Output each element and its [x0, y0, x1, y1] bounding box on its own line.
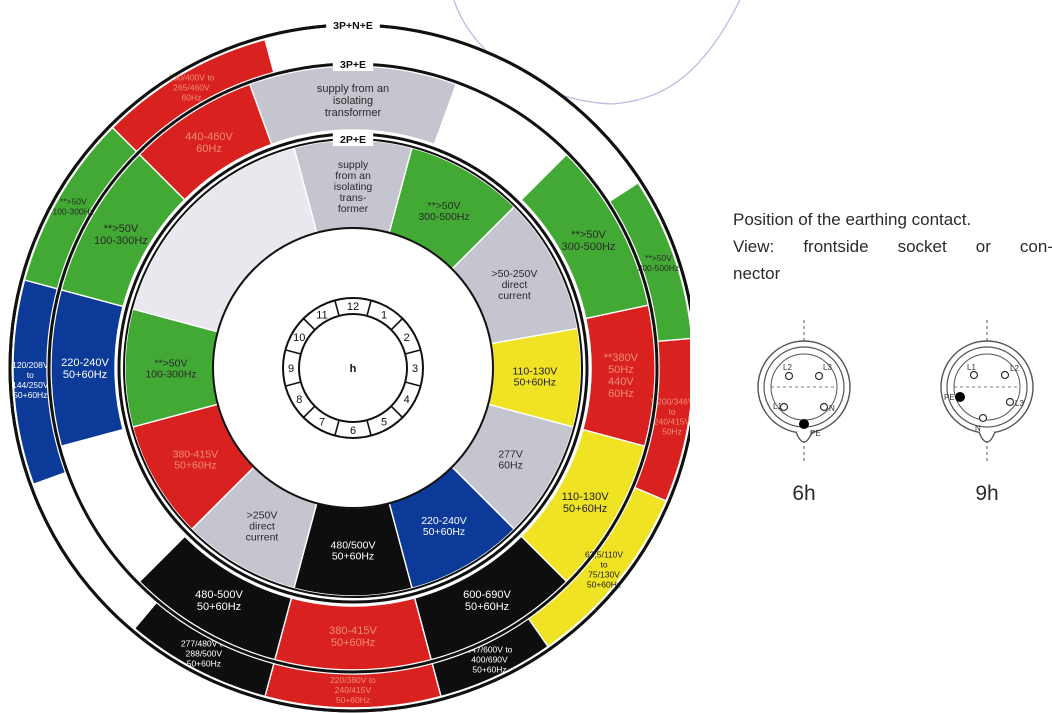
pin-label: N — [975, 424, 981, 433]
hour-number: 1 — [381, 309, 387, 321]
hour-number: 9 — [288, 363, 294, 375]
hour-number: 5 — [381, 417, 387, 429]
ring-name-tag — [332, 57, 374, 71]
pin-label: L3 — [823, 363, 832, 372]
hour-number: 4 — [404, 394, 410, 406]
ring-name-tag — [332, 132, 374, 146]
ring-segment — [138, 83, 273, 201]
hour-number: 3 — [412, 363, 418, 375]
pin-label: N — [829, 404, 835, 413]
earthing-contact-caption: Position of the earthing contact. View: … — [733, 206, 1052, 287]
plug-label-9h: 9h — [975, 482, 999, 505]
plug-diagram-6h: L2 L3 L1 N PE — [757, 320, 851, 462]
center-label: h — [350, 363, 357, 375]
plug-label-6h: 6h — [792, 482, 816, 505]
pin-label: L3 — [1015, 399, 1024, 408]
ring-name-tag — [326, 18, 380, 32]
caption-line-2: View: frontside socket or con- — [733, 237, 1052, 256]
ring-segment — [111, 38, 275, 153]
hour-number: 8 — [296, 394, 302, 406]
hour-number: 12 — [347, 301, 359, 313]
pin-label: PE — [810, 429, 821, 438]
pin-label: L2 — [1010, 364, 1019, 373]
pin-label: L1 — [773, 402, 782, 411]
hour-number: 2 — [404, 332, 410, 344]
caption-line-3: nector — [733, 264, 781, 283]
ring-name: 2P+E — [340, 134, 366, 146]
hour-number: 10 — [293, 332, 305, 344]
plug-diagram-9h: L1 L2 PE L3 N — [940, 320, 1034, 462]
hour-number: 6 — [350, 425, 356, 437]
caption-line-1: Position of the earthing contact. — [733, 210, 972, 229]
hour-number: 7 — [319, 417, 325, 429]
ring-name: 3P+N+E — [333, 20, 373, 32]
hour-number: 11 — [316, 309, 327, 321]
pin-label: L1 — [967, 363, 976, 372]
pin-label: L2 — [783, 363, 792, 372]
ring-name: 3P+E — [340, 59, 366, 71]
pin-label: PE — [944, 393, 955, 402]
